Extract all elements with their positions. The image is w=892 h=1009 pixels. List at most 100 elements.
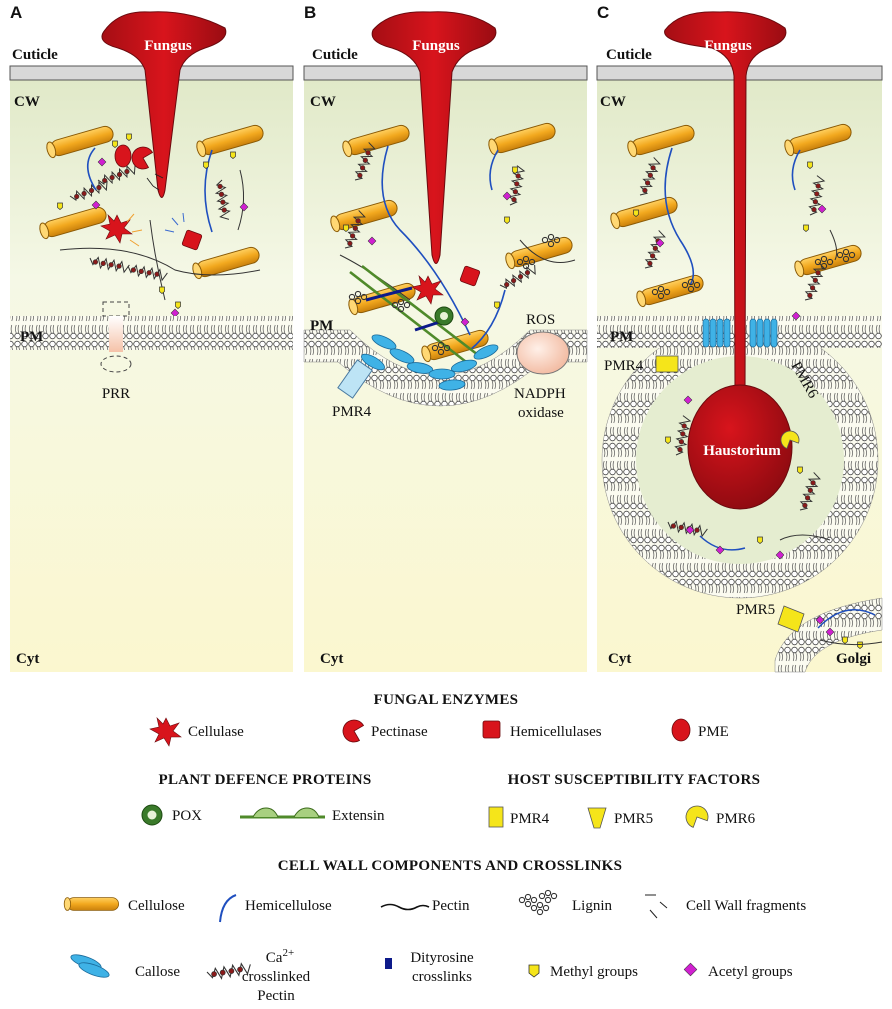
panel-c-pmr6-icon	[780, 430, 800, 449]
panel-a-cyt-label: Cyt	[16, 651, 39, 667]
legend-lignin-icon	[518, 889, 558, 916]
panel-b-pmr4-label: PMR4	[332, 404, 372, 420]
legend-pectinase-icon	[342, 719, 365, 743]
legend-acetyl-label: Acetyl groups	[708, 964, 793, 980]
legend-pmr4-icon	[488, 806, 504, 828]
cellulase-enzyme-icon	[411, 275, 444, 305]
panel-a-fungus-label: Fungus	[144, 38, 192, 54]
panel-a-pm-label: PM	[20, 329, 43, 345]
panel-a-plasma-membrane	[10, 316, 293, 350]
legend-pmr6-icon	[685, 805, 709, 828]
legend-fungal-enzymes-title: FUNGAL ENZYMES	[374, 692, 519, 708]
legend-callose-icon	[70, 954, 110, 978]
hemicellulase-enzyme-icon	[181, 229, 203, 251]
panel-c: Fungus Haustorium C Cuticle CW	[596, 3, 883, 673]
panel-c-haustorium-label: Haustorium	[703, 443, 781, 459]
panel-a-cuticle-label: Cuticle	[12, 47, 58, 63]
panel-c-fungus-label: Fungus	[704, 38, 752, 54]
panel-a: Fungus A Cuticle CW	[9, 3, 294, 672]
pme-enzyme-icon	[114, 144, 132, 168]
extensin-strand	[349, 270, 471, 367]
legend-extensin-icon	[240, 807, 325, 819]
legend-cell-wall-title: CELL WALL COMPONENTS AND CROSSLINKS	[278, 858, 622, 874]
legend-pmr5-label: PMR5	[614, 811, 653, 827]
legend-hemicellulose-icon	[219, 894, 237, 923]
legend-cellulose-icon	[63, 897, 119, 911]
panel-a-cw-label: CW	[14, 94, 40, 110]
legend-methyl-label: Methyl groups	[550, 964, 638, 980]
legend-cellulase-icon	[149, 717, 182, 747]
panel-c-cuticle-label: Cuticle	[606, 47, 652, 63]
panel-b-pmr4-icon	[337, 359, 373, 399]
legend-pox-label: POX	[172, 808, 202, 824]
legend-lignin-label: Lignin	[572, 898, 612, 914]
legend-pectin-icon	[380, 903, 430, 911]
legend-ca-crosslinked-label: crosslinked	[242, 969, 311, 985]
panel-c-pmr5-label: PMR5	[736, 602, 775, 618]
panel-c-fungus	[664, 11, 787, 396]
panel-b-plasma-membrane	[303, 329, 588, 407]
panel-b-ros-label: ROS	[526, 312, 555, 328]
legend-ca-pectin-label: Pectin	[257, 988, 295, 1004]
legend-methyl-icon	[528, 964, 540, 978]
panel-c-golgi-label: Golgi	[836, 651, 871, 667]
panel-c-pmr4-icon	[655, 355, 679, 373]
legend-cell-wall-fragments-label: Cell Wall fragments	[686, 898, 806, 914]
legend-pectin-label: Pectin	[432, 898, 470, 914]
cellulase-enzyme-icon	[100, 214, 133, 244]
legend-pmr6-label: PMR6	[716, 811, 756, 827]
legend-pectinase-label: Pectinase	[371, 724, 428, 740]
legend-ca-label: Ca2+	[266, 947, 294, 966]
legend-pmr5-icon	[587, 807, 607, 829]
panel-c-cyt-label: Cyt	[608, 651, 631, 667]
panel-b-letter: B	[304, 3, 316, 22]
panel-c-pm-label: PM	[610, 329, 633, 345]
legend-acetyl-icon	[683, 962, 698, 977]
legend-plant-defence-title: PLANT DEFENCE PROTEINS	[158, 772, 371, 788]
legend-hemicellulases-label: Hemicellulases	[510, 724, 602, 740]
panel-b-nadph-label-1: NADPH	[514, 386, 566, 402]
legend-ca-base: Ca	[266, 950, 283, 966]
panel-c-pmr4-label: PMR4	[604, 358, 644, 374]
panel-c-golgi-membrane	[774, 597, 883, 673]
legend-host-susceptibility-title: HOST SUSCEPTIBILITY FACTORS	[508, 772, 761, 788]
legend-cell-wall-fragments-icon	[645, 894, 668, 919]
legend-pme-icon	[671, 718, 691, 742]
panel-a-cell-wall-network	[37, 122, 266, 318]
panel-c-cell-wall-network	[608, 121, 883, 649]
legend-cellulose-label: Cellulose	[128, 898, 185, 914]
legend-dityrosine-label-1: Dityrosine	[410, 950, 474, 966]
legend-cellulase-label: Cellulase	[188, 724, 244, 740]
legend-dityrosine-label-2: crosslinks	[412, 969, 472, 985]
panel-c-haustorium	[687, 384, 793, 510]
panel-c-letter: C	[597, 3, 609, 22]
panel-b-cell-wall-network	[328, 120, 576, 367]
panel-b-fungus-label: Fungus	[412, 38, 460, 54]
legend-dityrosine-icon	[385, 958, 392, 969]
panel-b-cuticle-label: Cuticle	[312, 47, 358, 63]
panel-b-pm-label: PM	[310, 318, 333, 334]
panel-b-fungus	[371, 11, 497, 264]
panel-c-cw-label: CW	[600, 94, 626, 110]
panel-b-cyt-label: Cyt	[320, 651, 343, 667]
extensin-strand	[361, 264, 483, 360]
legend-extensin-label: Extensin	[332, 808, 385, 824]
legend-ca-superscript: 2+	[282, 947, 294, 959]
panel-a-letter: A	[10, 3, 22, 22]
hemicellulase-enzyme-icon	[459, 265, 481, 287]
legend: FUNGAL ENZYMES Cellulase Pectinase Hemic…	[63, 692, 806, 1004]
panel-a-fungus	[101, 11, 227, 198]
panel-b-nadph-oxidase-icon	[516, 331, 570, 375]
pectinase-enzyme-icon	[131, 146, 154, 170]
panel-b-nadph-label-2: oxidase	[518, 405, 564, 421]
legend-pmr4-label: PMR4	[510, 811, 550, 827]
legend-hemicellulases-icon	[482, 720, 501, 739]
panel-c-pmr5-icon	[777, 605, 805, 633]
panel-a-prr-label: PRR	[102, 386, 130, 402]
panel-a-cell-background	[10, 66, 293, 672]
legend-pme-label: PME	[698, 724, 729, 740]
panel-b: Fungus B Cuticle CW	[303, 3, 588, 672]
legend-hemicellulose-label: Hemicellulose	[245, 898, 332, 914]
panel-a-prr-receptor	[109, 316, 123, 352]
